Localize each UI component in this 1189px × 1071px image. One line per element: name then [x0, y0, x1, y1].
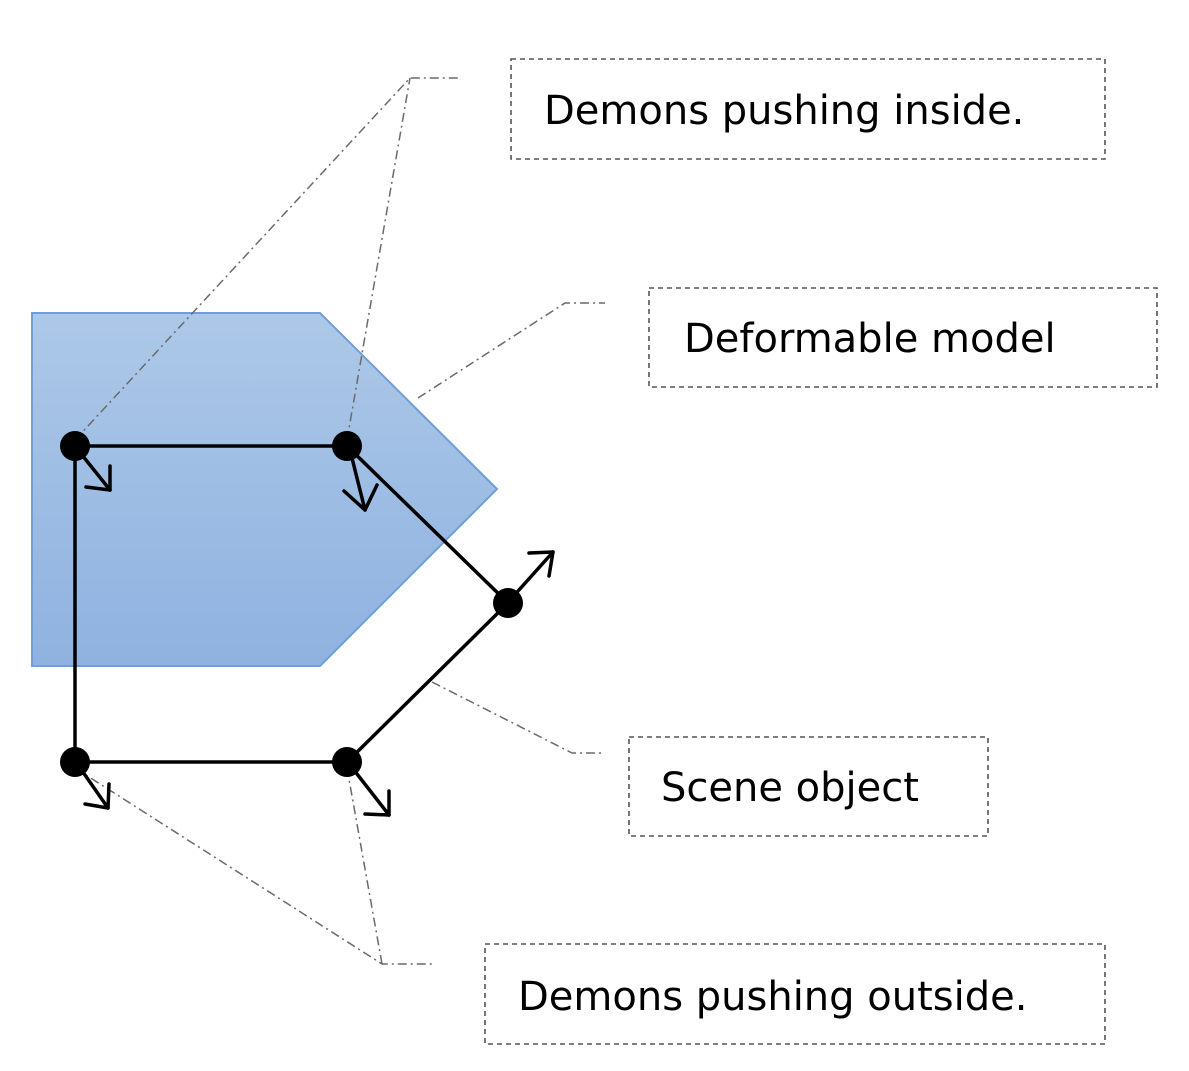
leader-line-outside-left	[74, 767, 432, 965]
label-demons-outside: Demons pushing outside.	[518, 974, 1027, 1020]
callout-box-demons-inside	[510, 58, 1106, 160]
deformable-model-shape	[31, 312, 499, 667]
demon-vertex-5	[332, 747, 362, 777]
demon-vertex-3	[493, 588, 523, 618]
leader-line-outside-right	[346, 767, 383, 965]
label-demons-inside: Demons pushing inside.	[544, 88, 1024, 134]
callout-box-demons-outside	[484, 943, 1106, 1045]
scene-object-outline	[73, 444, 511, 764]
label-scene-object: Scene object	[661, 765, 919, 811]
demon-arrow-inside-2	[342, 448, 379, 512]
demon-vertex-1	[60, 431, 90, 461]
callout-box-scene-object	[628, 736, 989, 837]
demon-vertex-4	[60, 747, 90, 777]
leader-line-scene-object	[431, 681, 605, 754]
leader-line-deformable-model	[417, 302, 605, 399]
label-deformable-model: Deformable model	[684, 316, 1056, 362]
callout-box-deformable-model	[648, 287, 1158, 388]
leader-line-inside-left	[74, 77, 460, 441]
demon-vertex-2	[332, 431, 362, 461]
leader-line-inside-right	[346, 77, 411, 441]
